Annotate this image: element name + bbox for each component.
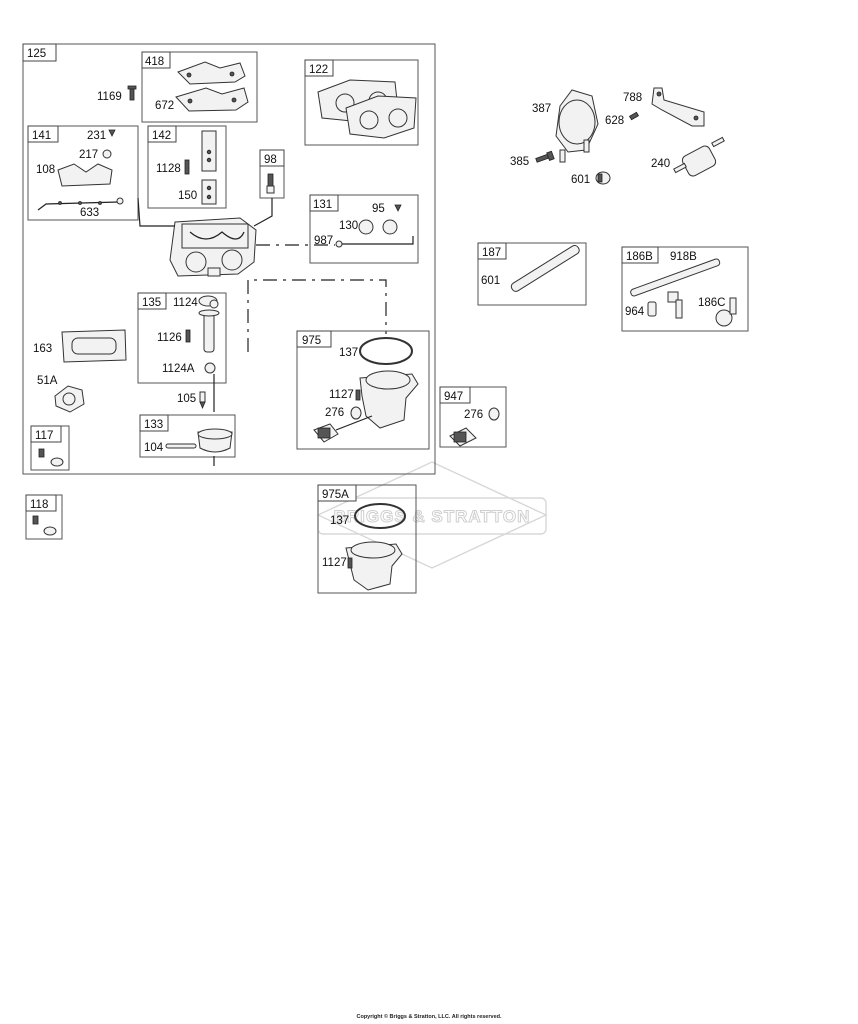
svg-text:628: 628 [605,115,624,127]
svg-text:385: 385 [510,156,529,168]
svg-text:186C: 186C [698,297,726,309]
label-125: 125 [27,48,46,60]
svg-text:95: 95 [372,203,385,215]
kit-133: 133 104 [139,414,236,466]
gasket-672 [175,87,249,112]
svg-text:1126: 1126 [157,332,182,344]
svg-text:104: 104 [144,442,164,454]
watermark-text: BRIGGS & STRATTON [334,507,531,526]
svg-text:1124A: 1124A [162,363,195,375]
svg-text:964: 964 [625,306,645,318]
svg-text:276: 276 [325,407,344,419]
gasket-51a [54,385,85,413]
svg-text:601: 601 [571,174,590,186]
svg-text:1128: 1128 [156,163,181,175]
bracket-788: 788 [623,87,705,127]
svg-text:186B: 186B [626,251,653,263]
kit-975: 975 137 1127 276 [296,330,430,450]
svg-text:105: 105 [177,393,196,405]
svg-text:150: 150 [178,190,197,202]
svg-text:142: 142 [152,130,171,142]
label-1169: 1169 [97,91,122,103]
svg-text:633: 633 [80,207,99,219]
svg-text:131: 131 [313,199,332,211]
fuel-line-187 [510,244,580,292]
svg-text:672: 672 [155,100,174,112]
svg-text:987: 987 [314,235,333,247]
kit-135: 135 1124 1126 1124A [137,292,227,384]
svg-text:137: 137 [330,515,349,527]
leader-98-carb [253,198,273,227]
svg-text:118: 118 [30,499,48,511]
screw-628 [628,111,640,121]
svg-text:1124: 1124 [173,297,198,309]
svg-text:135: 135 [142,297,161,309]
svg-text:51A: 51A [37,375,58,387]
kit-98: 98 [259,149,285,199]
svg-text:141: 141 [32,130,51,142]
svg-text:98: 98 [264,154,277,166]
svg-text:137: 137 [339,347,358,359]
svg-text:387: 387 [532,103,551,115]
kit-122: 122 [304,59,419,146]
fuel-filter-240 [673,136,725,177]
clamp-601 [595,171,611,185]
svg-text:601: 601 [481,275,500,287]
svg-text:108: 108 [36,164,55,176]
kit-117: 117 [30,425,70,471]
o-ring-137 [359,337,413,365]
leader-carb-975 [247,279,387,352]
kit-125: 125 [22,43,436,475]
svg-text:231: 231 [87,130,106,142]
svg-text:788: 788 [623,92,642,104]
svg-text:1127: 1127 [329,389,354,401]
kit-142: 142 1128 150 [147,125,227,209]
float-stem [203,311,215,353]
svg-text:122: 122 [309,64,328,76]
kit-141: 141 231 217 108 633 [27,125,139,221]
kit-947: 947 276 [439,386,507,448]
svg-text:918B: 918B [670,251,697,263]
kit-187: 187 601 [477,242,587,306]
svg-text:418: 418 [145,56,164,68]
svg-text:133: 133 [144,419,163,431]
gasket-163 [61,329,127,363]
gasket-418-upper [177,61,246,85]
svg-text:240: 240 [651,158,670,170]
kit-118: 118 [25,494,63,540]
gasket-108 [57,163,113,187]
svg-text:217: 217 [79,149,98,161]
leader-141-carb [137,197,175,227]
svg-text:975A: 975A [322,489,349,501]
carburetor-body [169,217,257,277]
svg-text:163: 163 [33,343,52,355]
kit-131: 131 95 130 987 [309,194,419,264]
screw-1169 [127,85,137,101]
kit-975a: 975A 137 1127 [317,484,417,594]
screw-385 [535,150,555,163]
svg-text:187: 187 [482,247,501,259]
svg-text:975: 975 [302,335,321,347]
kit-418: 418 672 [141,51,258,123]
fuel-pump-387: 387 [532,89,599,163]
svg-text:117: 117 [35,430,53,442]
needle-105 [199,391,206,410]
svg-text:1127: 1127 [322,557,347,569]
kit-186b: 186B 918B 964 186C [621,246,749,332]
svg-text:130: 130 [339,220,358,232]
svg-text:276: 276 [464,409,483,421]
plate-150 [201,179,217,205]
fuel-line-918b [630,258,721,297]
svg-text:947: 947 [444,391,463,403]
copyright-text: Copyright © Briggs & Stratton, LLC. All … [356,1014,502,1020]
